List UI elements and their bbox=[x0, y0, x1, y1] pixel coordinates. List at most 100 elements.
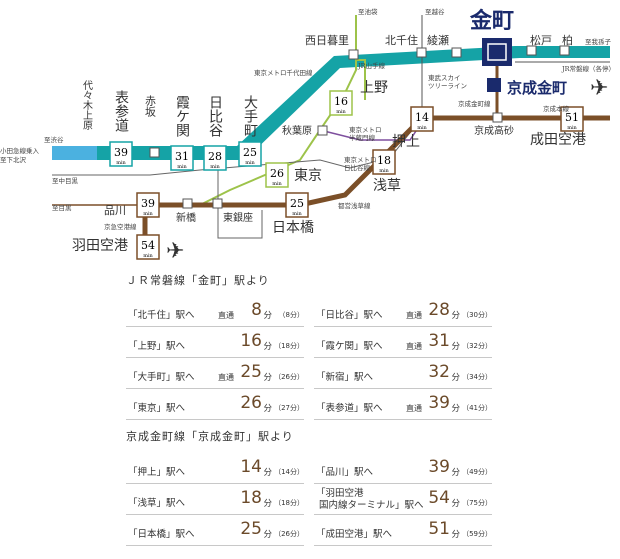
label-hanzomon-1: 東京メトロ bbox=[349, 125, 382, 134]
row-alt: （49分） bbox=[462, 468, 492, 476]
row-min: 39 bbox=[428, 393, 450, 413]
row-unit: 分 bbox=[451, 468, 460, 478]
odakyu-segment bbox=[52, 146, 97, 160]
time-box-kasumigaseki[interactable]: 31 min bbox=[170, 145, 194, 171]
label-hibiya-2: 日比谷線 bbox=[344, 163, 371, 172]
time-oshiage: 14 bbox=[415, 111, 429, 124]
time-box-asakusa[interactable]: 18 min bbox=[372, 149, 396, 175]
station-hibiya: 日比谷 bbox=[207, 95, 223, 137]
label-ikebukuro: 至池袋 bbox=[358, 7, 378, 16]
time-box-tokyo[interactable]: 26 min bbox=[265, 162, 289, 188]
time-box-haneda[interactable]: 54 min bbox=[136, 234, 160, 260]
kanamachi-station-inner bbox=[487, 43, 507, 61]
time-box-narita[interactable]: 51 min bbox=[560, 106, 584, 132]
nishinippori-marker[interactable] bbox=[348, 49, 359, 60]
row-pre: 直通 bbox=[218, 311, 234, 320]
row-unit: 分 bbox=[263, 311, 272, 321]
station-matsudo: 松戸 bbox=[530, 33, 552, 47]
time-hibiya: 28 bbox=[208, 150, 222, 163]
row-min: 32 bbox=[428, 362, 450, 382]
time-unit: min bbox=[272, 181, 282, 187]
row-min: 25 bbox=[240, 362, 262, 382]
time-narita: 51 bbox=[565, 111, 579, 124]
label-skytree-1: 東武スカイ bbox=[428, 73, 461, 82]
time-box-ueno[interactable]: 16 min bbox=[329, 90, 353, 116]
station-yoyogi: 代々木上原 bbox=[81, 80, 93, 130]
station-oshiage: 押上 bbox=[392, 134, 420, 150]
higashiginza-marker[interactable] bbox=[212, 198, 223, 209]
row-dest: 「浅草」駅へ bbox=[128, 498, 186, 509]
label-kanamachi-line: 京成金町線 bbox=[458, 99, 491, 108]
time-kasumigaseki: 31 bbox=[175, 150, 189, 163]
time-unit: min bbox=[116, 160, 126, 166]
row-unit: 分 bbox=[451, 530, 460, 540]
time-box-otemachi[interactable]: 25 min bbox=[238, 141, 262, 167]
station-tokyo: 東京 bbox=[294, 168, 322, 184]
label-keikyu-airport: 京急空港線 bbox=[104, 222, 137, 231]
row-alt: （59分） bbox=[462, 530, 492, 538]
row-min: 51 bbox=[428, 519, 450, 539]
hanzomon-line bbox=[319, 124, 421, 141]
matsudo-marker[interactable] bbox=[526, 45, 537, 56]
station-shinagawa: 品川 bbox=[104, 204, 126, 217]
row-dest: 「表参道」駅へ bbox=[316, 403, 383, 414]
time-unit: min bbox=[567, 125, 577, 131]
row-dest: 「日本橋」駅へ bbox=[128, 529, 195, 540]
akihabara-marker[interactable] bbox=[317, 125, 328, 136]
time-box-nihonbashi[interactable]: 25 min bbox=[285, 192, 309, 218]
row-min: 39 bbox=[428, 457, 450, 477]
ayase-marker[interactable] bbox=[451, 47, 462, 58]
station-asakusa: 浅草 bbox=[373, 178, 401, 194]
row-unit: 分 bbox=[263, 342, 272, 352]
label-skytree-2: ツリーライン bbox=[428, 82, 467, 90]
time-tokyo: 26 bbox=[270, 167, 284, 180]
row-min: 28 bbox=[428, 300, 450, 320]
row-pre: 直通 bbox=[406, 404, 422, 413]
row-unit: 分 bbox=[451, 499, 460, 509]
time-unit: min bbox=[292, 211, 302, 217]
station-keiseitakasago: 京成高砂 bbox=[474, 124, 514, 137]
time-box-shinagawa[interactable]: 39 min bbox=[136, 192, 160, 218]
row-alt: （14分） bbox=[274, 468, 304, 476]
row-unit: 分 bbox=[451, 342, 460, 352]
row-dest: 「羽田空港 国内線ターミナル」駅へ bbox=[316, 488, 424, 511]
time-box-hibiya[interactable]: 28 min bbox=[203, 145, 227, 171]
row-pre: 直通 bbox=[406, 311, 422, 320]
keisei-section-title: 京成金町線「京成金町」駅より bbox=[126, 430, 294, 443]
row-min: 54 bbox=[428, 488, 450, 508]
kashiwa-marker[interactable] bbox=[559, 45, 570, 56]
row-min: 25 bbox=[240, 519, 262, 539]
time-box-oshiage[interactable]: 14 min bbox=[410, 106, 434, 132]
row-alt: （32分） bbox=[462, 342, 492, 350]
station-akihabara: 秋葉原 bbox=[282, 124, 312, 137]
station-omotesando: 表参道 bbox=[113, 90, 129, 133]
keisei-kanamachi-marker[interactable] bbox=[487, 78, 501, 92]
row-dest: 「成田空港」駅へ bbox=[316, 529, 393, 540]
row-alt: （41分） bbox=[462, 404, 492, 412]
station-kashiwa: 柏 bbox=[562, 33, 573, 47]
time-unit: min bbox=[177, 164, 187, 170]
row-min: 8 bbox=[251, 300, 262, 320]
row-min: 14 bbox=[240, 457, 262, 477]
kanamachi-station-box[interactable] bbox=[482, 38, 512, 66]
row-dest: 「日比谷」駅へ bbox=[316, 310, 383, 321]
kanamachi-label: 金町 bbox=[469, 8, 514, 34]
label-odakyu-2: 至下北沢 bbox=[0, 155, 27, 164]
akasaka-marker[interactable] bbox=[149, 147, 160, 158]
time-box-omotesando[interactable]: 39 min bbox=[109, 141, 133, 167]
keiseitakasago-marker[interactable] bbox=[492, 112, 503, 123]
row-dest: 「霞ケ関」駅へ bbox=[316, 341, 383, 352]
shinbashi-marker[interactable] bbox=[182, 198, 193, 209]
kitasenju-marker[interactable] bbox=[416, 47, 427, 58]
row-alt: （8分） bbox=[278, 311, 304, 319]
station-kasumigaseki: 霞ケ関 bbox=[174, 95, 190, 138]
row-pre: 直通 bbox=[218, 373, 234, 382]
row-dest: 「押上」駅へ bbox=[128, 467, 186, 478]
row-unit: 分 bbox=[451, 373, 460, 383]
time-haneda: 54 bbox=[141, 239, 155, 252]
